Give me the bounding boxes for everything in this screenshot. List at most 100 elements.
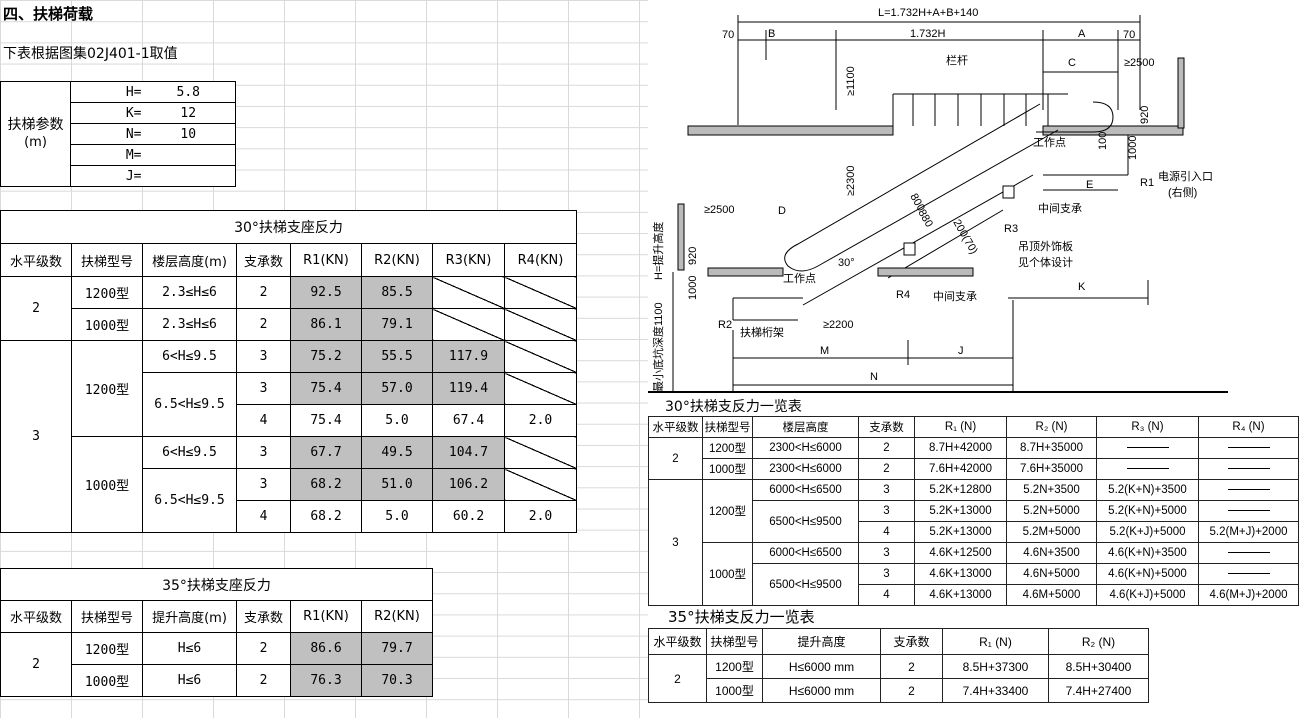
r2-cell[interactable]: 5.0 <box>361 500 433 533</box>
scan-level-cell: 3 <box>648 479 703 606</box>
scan-count-cell: 2 <box>880 678 943 703</box>
scan-header-cell: 支承数 <box>858 416 915 438</box>
header-cell: 扶梯型号 <box>71 243 143 277</box>
param-value[interactable] <box>141 144 236 166</box>
empty-cell <box>504 340 577 373</box>
scan-r1-cell: 7.4H+33400 <box>942 678 1049 703</box>
r2-cell[interactable]: 55.5 <box>361 340 433 373</box>
param-value[interactable]: 12 <box>141 102 236 124</box>
dim-L-label: L=1.732H+A+B+140 <box>878 7 978 19</box>
scan-height-cell: 6000<H≤6500 <box>752 479 859 501</box>
r3-cell[interactable]: 67.4 <box>432 404 505 437</box>
header-cell: 水平级数 <box>0 600 72 633</box>
r2-cell[interactable]: 57.0 <box>361 372 433 405</box>
r1-cell[interactable]: 76.3 <box>290 664 362 697</box>
r2-cell[interactable]: 79.1 <box>361 308 433 341</box>
support-count-cell: 2 <box>236 276 291 309</box>
r4-cell[interactable]: 2.0 <box>504 404 577 437</box>
scan-count-cell: 3 <box>858 479 915 501</box>
R1-label: R1 <box>1140 177 1154 189</box>
param-key: K= <box>70 102 142 124</box>
r1-cell[interactable]: 86.1 <box>290 308 362 341</box>
dim-label: 70 <box>722 29 734 41</box>
support-count-cell: 4 <box>236 500 291 533</box>
scan-height-cell: 6500<H≤9500 <box>752 563 859 606</box>
support-count-cell: 3 <box>236 372 291 405</box>
r2-cell[interactable]: 51.0 <box>361 468 433 501</box>
header-cell: R2(KN) <box>361 600 433 633</box>
section-title: 四、扶梯荷载 <box>3 5 94 23</box>
dim-label: ≥2500 <box>1124 57 1155 69</box>
work-point-bottom-label: 工作点 <box>783 272 816 285</box>
scan-empty-cell <box>1198 458 1299 480</box>
model-cell: 1200型 <box>71 340 143 437</box>
r1-cell[interactable]: 68.2 <box>290 500 362 533</box>
r3-cell[interactable]: 117.9 <box>432 340 505 373</box>
r2-cell[interactable]: 79.7 <box>361 632 433 665</box>
r1-cell[interactable]: 67.7 <box>290 436 362 469</box>
empty-cell <box>504 436 577 469</box>
r3-cell[interactable]: 104.7 <box>432 436 505 469</box>
param-key: N= <box>70 123 142 145</box>
scan-header-cell: R₄ (N) <box>1198 416 1299 438</box>
power-inlet-side-label: (右侧) <box>1168 185 1197 199</box>
r1-cell[interactable]: 75.4 <box>290 372 362 405</box>
scan-height-cell: 2300<H≤6000 <box>752 437 859 459</box>
dim-label: N <box>870 371 878 383</box>
height-cell: 6.5<H≤9.5 <box>142 372 237 437</box>
level-count-cell: 2 <box>0 632 72 697</box>
dim-label: B <box>768 28 775 40</box>
dim-label: 920 <box>687 247 699 265</box>
r2-cell[interactable]: 70.3 <box>361 664 433 697</box>
r3-cell[interactable]: 106.2 <box>432 468 505 501</box>
scan-model-cell: 1000型 <box>702 458 753 480</box>
r1-cell[interactable]: 92.5 <box>290 276 362 309</box>
scan-35-title: 35°扶梯支反力一览表 <box>668 608 815 626</box>
scan-count-cell: 2 <box>858 437 915 459</box>
param-value[interactable]: 10 <box>141 123 236 145</box>
model-cell: 1200型 <box>71 632 143 665</box>
scan-r2-cell: 7.4H+27400 <box>1048 678 1149 703</box>
scan-r1-cell: 5.2K+13000 <box>914 500 1007 522</box>
level-count-cell: 3 <box>0 340 72 533</box>
scan-r2-cell: 8.7H+35000 <box>1006 437 1097 459</box>
scan-level-cell: 2 <box>648 437 703 480</box>
R2-label: R2 <box>718 319 732 331</box>
r2-cell[interactable]: 85.5 <box>361 276 433 309</box>
r3-cell[interactable]: 119.4 <box>432 372 505 405</box>
scan-model-cell: 1000型 <box>702 542 753 606</box>
r1-cell[interactable]: 86.6 <box>290 632 362 665</box>
scan-count-cell: 4 <box>858 521 915 543</box>
param-value[interactable]: 5.8 <box>141 81 236 103</box>
pasted-drawing-image[interactable]: L=1.732H+A+B+140 70 B 1.732H A 70 C ≥250… <box>648 0 1299 718</box>
angle-label: 30° <box>838 257 855 269</box>
r4-cell[interactable]: 2.0 <box>504 500 577 533</box>
scan-height-cell: 6500<H≤9500 <box>752 500 859 543</box>
header-cell: R1(KN) <box>290 243 362 277</box>
r1-cell[interactable]: 75.2 <box>290 340 362 373</box>
scan-r3-cell: 4.6(K+J)+5000 <box>1096 584 1199 606</box>
r1-cell[interactable]: 68.2 <box>290 468 362 501</box>
scan-empty-cell <box>1096 458 1199 480</box>
r2-cell[interactable]: 49.5 <box>361 436 433 469</box>
R3-label: R3 <box>1004 223 1018 235</box>
param-value[interactable] <box>141 165 236 187</box>
height-cell: 2.3≤H≤6 <box>142 276 237 309</box>
scan-count-cell: 3 <box>858 542 915 564</box>
scan-header-cell: R₁ (N) <box>942 628 1049 655</box>
scan-count-cell: 2 <box>880 654 943 679</box>
support-count-cell: 3 <box>236 340 291 373</box>
dim-label: 200(70) <box>950 218 979 257</box>
mid-support-label: 中间支承 <box>1038 202 1082 215</box>
height-cell: H≤6 <box>142 632 237 665</box>
dim-label: 100 <box>1097 132 1109 150</box>
r1-cell[interactable]: 75.4 <box>290 404 362 437</box>
scan-model-cell: 1200型 <box>706 654 763 679</box>
r3-cell[interactable]: 60.2 <box>432 500 505 533</box>
scan-empty-cell <box>1198 437 1299 459</box>
scan-r3-cell: 4.6(K+N)+3500 <box>1096 542 1199 564</box>
level-count-cell: 2 <box>0 276 72 341</box>
param-key: J= <box>70 165 142 187</box>
scan-r2-cell: 5.2N+5000 <box>1006 500 1097 522</box>
r2-cell[interactable]: 5.0 <box>361 404 433 437</box>
